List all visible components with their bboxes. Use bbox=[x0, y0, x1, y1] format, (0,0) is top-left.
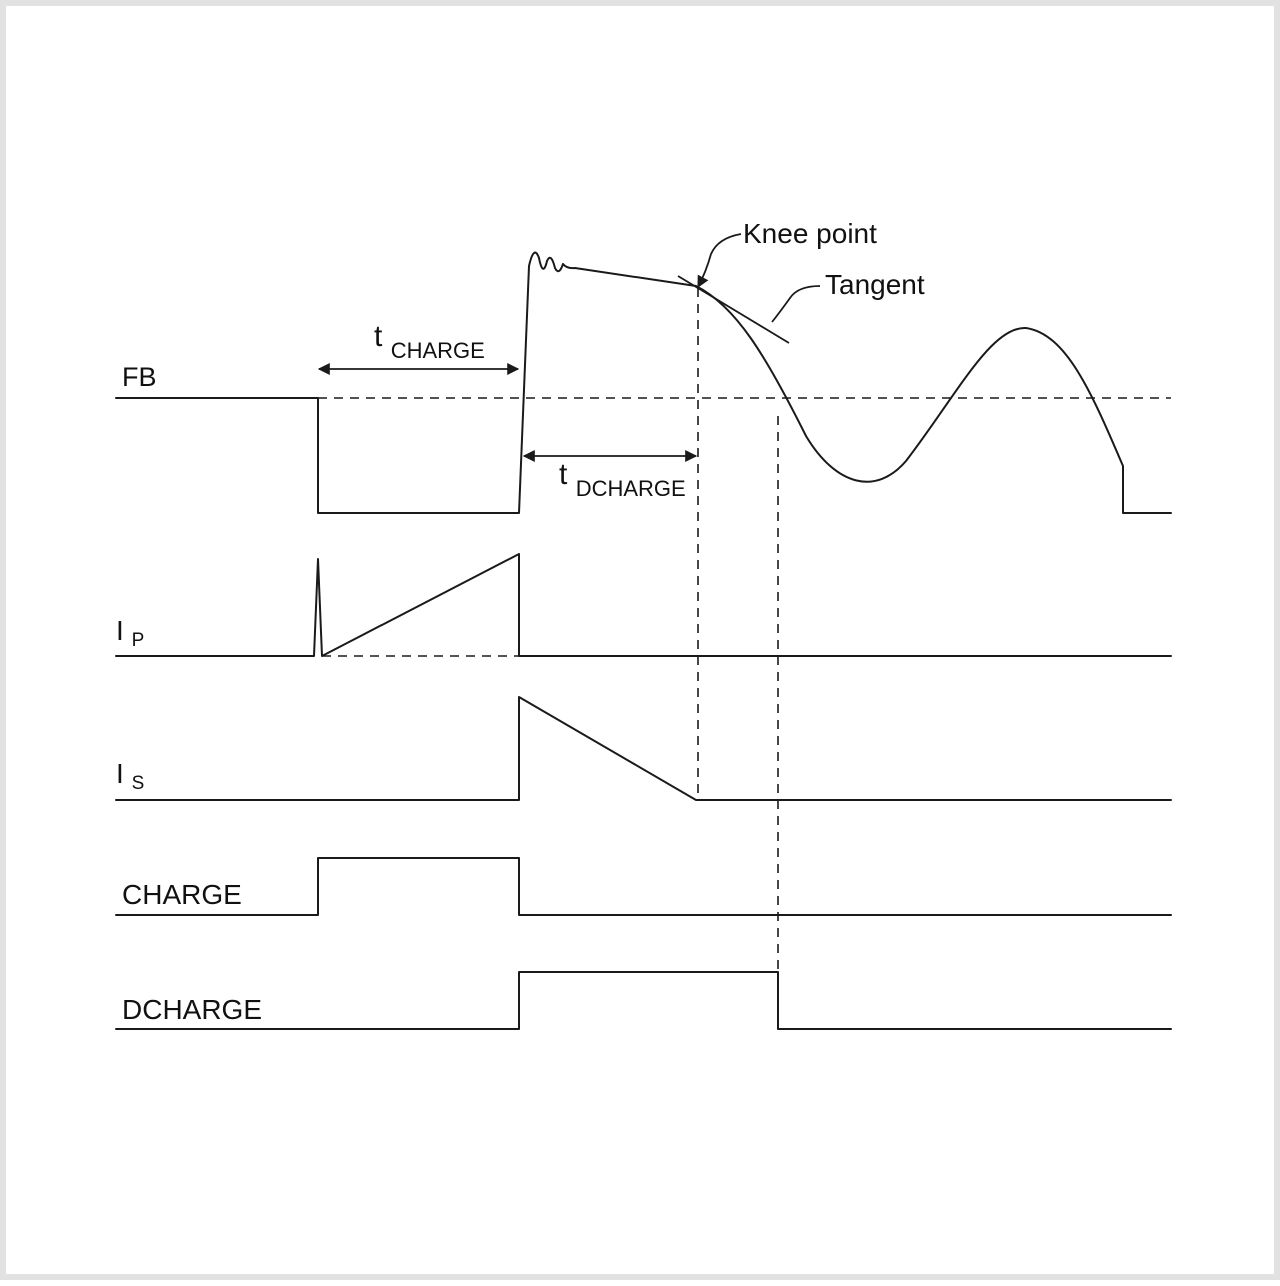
fb-label: FB bbox=[122, 362, 157, 392]
is-waveform bbox=[115, 696, 1172, 801]
tangent-line bbox=[677, 275, 790, 344]
t-charge-label-sub: CHARGE bbox=[391, 338, 485, 363]
timing-diagram: FB I P I S CHARGE DCHARGE t CHARGE t DCH… bbox=[115, 218, 1172, 1030]
ip-label-main: I bbox=[116, 615, 124, 646]
t-dcharge-label-sub: DCHARGE bbox=[576, 476, 686, 501]
t-dcharge-label-main: t bbox=[559, 458, 568, 491]
is-label: I S bbox=[116, 758, 144, 794]
tangent-leader bbox=[771, 285, 821, 323]
ip-label-sub: P bbox=[132, 630, 145, 651]
charge-waveform bbox=[115, 857, 1172, 916]
ip-waveform bbox=[115, 553, 1172, 657]
ip-label: I P bbox=[116, 615, 144, 651]
t-dcharge-label: t DCHARGE bbox=[559, 458, 686, 501]
is-label-sub: S bbox=[132, 773, 145, 794]
tangent-label: Tangent bbox=[825, 269, 925, 300]
dcharge-waveform bbox=[115, 971, 1172, 1030]
knee-point-label: Knee point bbox=[743, 218, 877, 249]
t-charge-label-main: t bbox=[374, 320, 383, 353]
t-charge-label: t CHARGE bbox=[374, 320, 485, 363]
fb-waveform bbox=[115, 251, 1172, 514]
charge-label: CHARGE bbox=[122, 879, 242, 910]
is-label-main: I bbox=[116, 758, 124, 789]
dcharge-label: DCHARGE bbox=[122, 994, 262, 1025]
knee-point-leader bbox=[697, 233, 742, 289]
